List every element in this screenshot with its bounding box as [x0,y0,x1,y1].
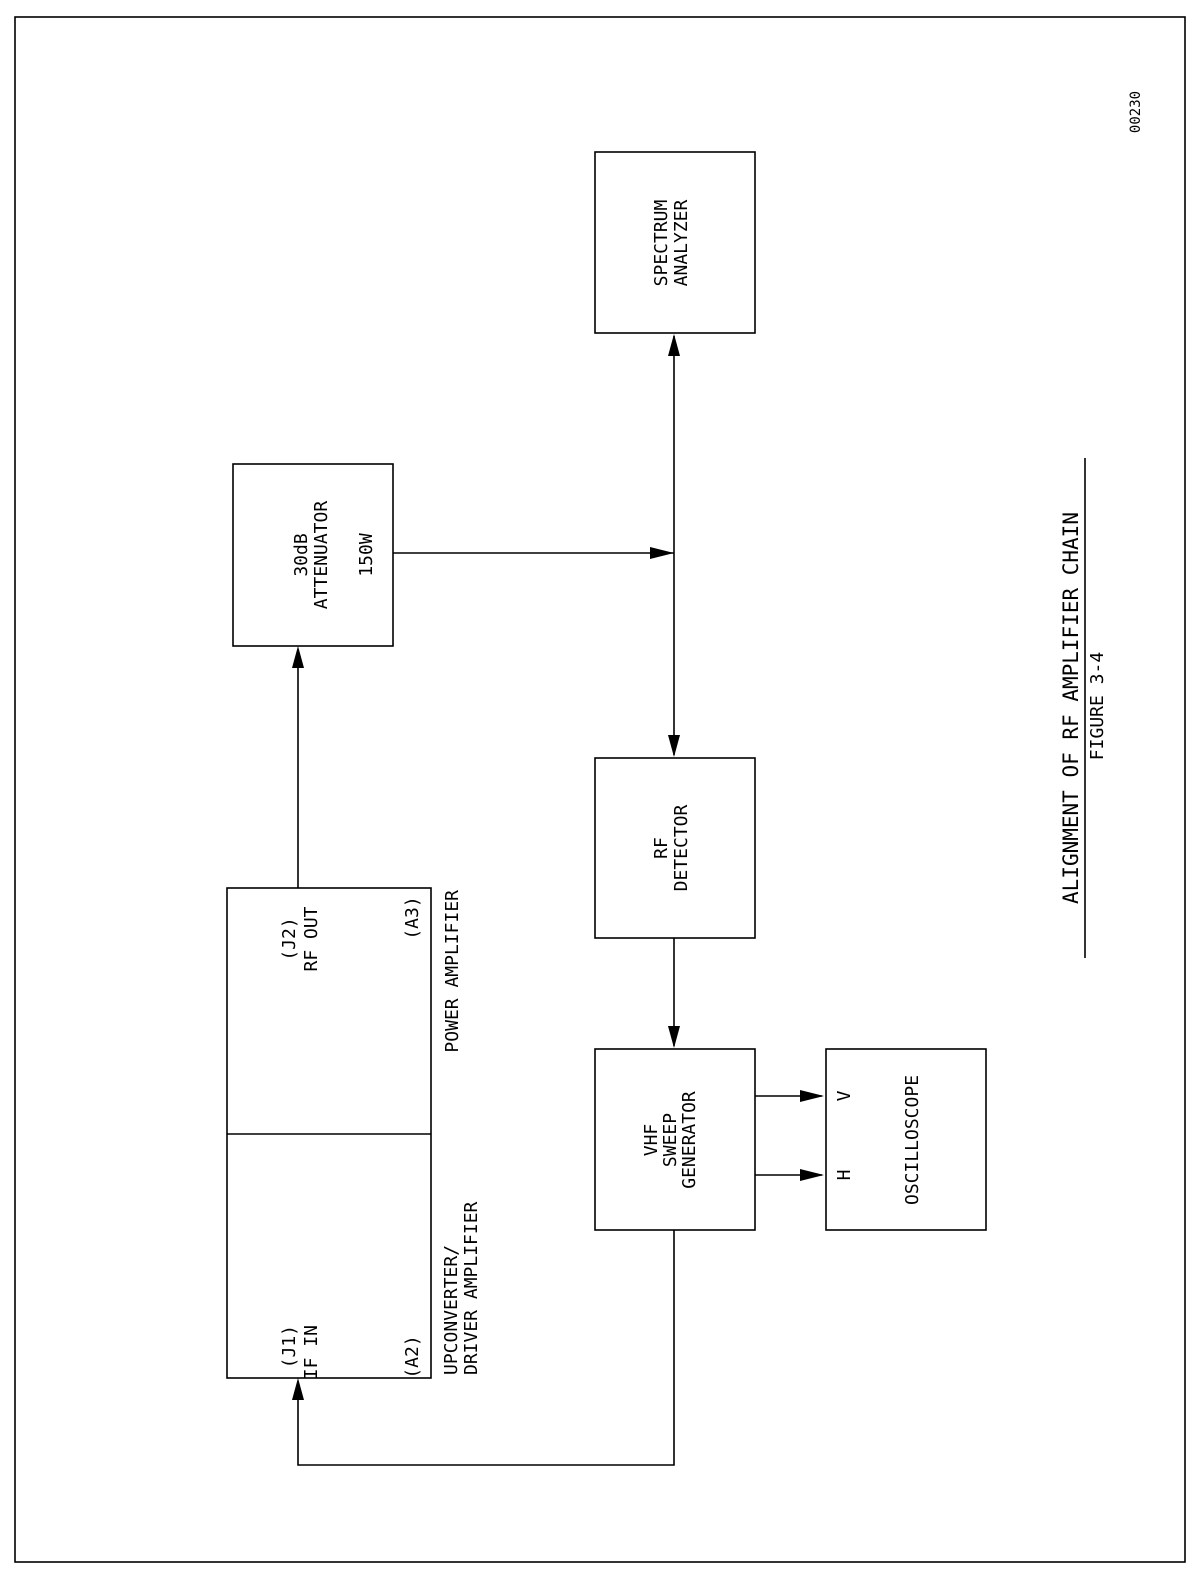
rf-detector-label-1: RF [651,837,672,859]
sweep-generator-label-1: VHF [641,1124,662,1157]
spectrum-analyzer-label-2: ANALYZER [671,199,692,286]
arrowhead-if-in [292,1378,304,1400]
oscilloscope-input-v: V [834,1090,855,1101]
arrowhead-spectrum-analyzer [668,334,680,356]
upconverter-assembly: (A2) [402,1335,423,1378]
drawing-number: 00230 [1128,91,1144,133]
pa-port: RF OUT [301,906,322,971]
arrowhead-junction [650,547,674,559]
pa-name: POWER AMPLIFIER [442,890,463,1053]
amplifier-module: (J2) RF OUT (A3) POWER AMPLIFIER (J1) IF… [227,888,482,1379]
upconverter-connector: (J1) [279,1325,300,1368]
upconverter-name-1: UPCONVERTER/ [441,1245,462,1375]
attenuator-label-2: ATTENUATOR [311,501,332,610]
attenuator-label-3: 150W [356,533,377,577]
oscilloscope-block: V H OSCILLOSCOPE [826,1049,986,1230]
sweep-generator-label-2: SWEEP [660,1113,681,1167]
oscilloscope-input-h: H [834,1170,855,1181]
sweep-generator-label-3: GENERATOR [679,1091,700,1189]
pa-connector: (J2) [279,917,300,960]
sweep-generator-block: VHF SWEEP GENERATOR [595,1049,755,1230]
arrowhead-sweep-generator [668,1026,680,1048]
oscilloscope-label: OSCILLOSCOPE [902,1075,923,1205]
spectrum-analyzer-block: SPECTRUM ANALYZER [595,152,755,333]
caption-figure: FIGURE 3-4 [1087,652,1108,760]
arrowhead-scope-v [800,1090,824,1102]
figure-caption: ALIGNMENT OF RF AMPLIFIER CHAIN FIGURE 3… [1059,458,1108,958]
upconverter-name-2: DRIVER AMPLIFIER [461,1201,482,1375]
attenuator-label-1: 30dB [291,533,312,576]
pa-assembly: (A3) [402,896,423,939]
caption-title: ALIGNMENT OF RF AMPLIFIER CHAIN [1059,512,1083,904]
arrowhead-rf-detector [668,735,680,757]
amplifier-module-box [227,888,431,1378]
spectrum-analyzer-label-1: SPECTRUM [651,199,672,286]
arrowhead-scope-h [800,1169,824,1181]
upconverter-port: IF IN [301,1325,322,1379]
arrowhead-attenuator [292,646,304,668]
rf-detector-block: RF DETECTOR [595,758,755,938]
rf-detector-label-2: DETECTOR [671,804,692,891]
attenuator-block: 30dB ATTENUATOR 150W [233,464,393,646]
